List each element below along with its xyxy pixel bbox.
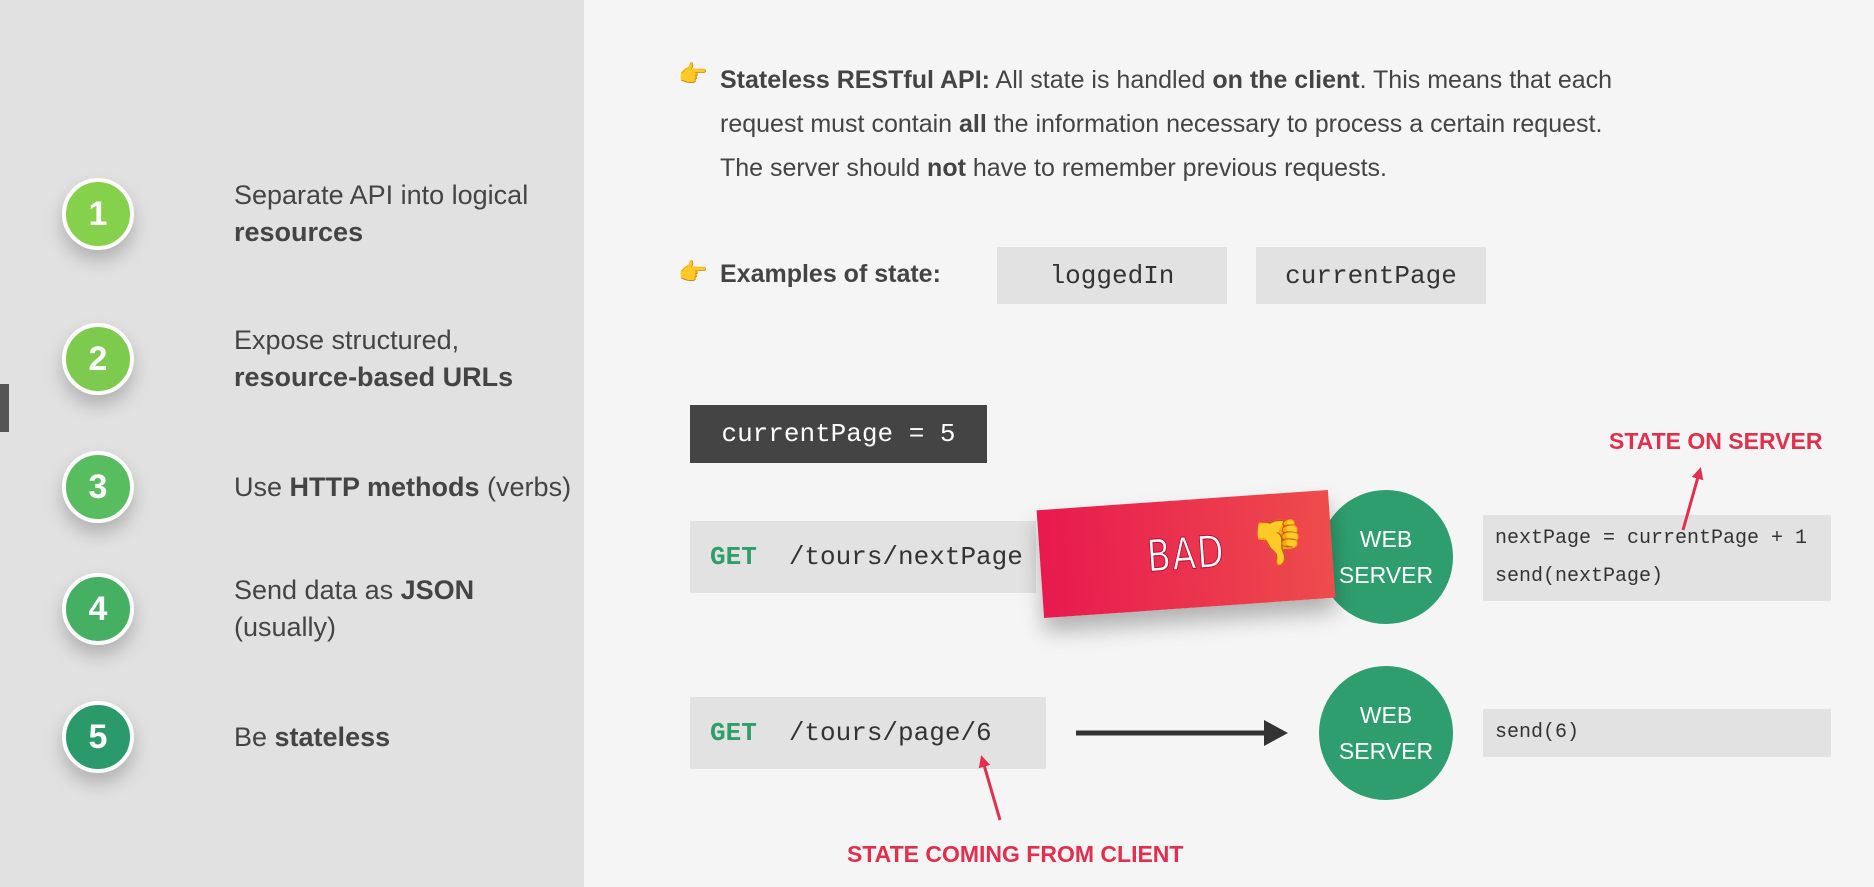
http-verb: GET xyxy=(710,542,757,572)
step-text: Use HTTP methods (verbs) xyxy=(234,471,572,502)
step-5: 5 Be stateless xyxy=(62,701,390,773)
stateless-description: Stateless RESTful API: All state is hand… xyxy=(720,66,1613,182)
step-number: 1 xyxy=(62,178,134,250)
request-path: /tours/page/6 xyxy=(788,718,992,748)
step-1: 1 Separate API into logical resources xyxy=(62,177,528,251)
step-text: Expose structured, resource-based URLs xyxy=(234,325,514,392)
state-from-client-arrow xyxy=(978,755,1002,821)
http-verb: GET xyxy=(710,718,757,748)
step-3: 3 Use HTTP methods (verbs) xyxy=(62,451,571,523)
step-text: Be stateless xyxy=(234,721,391,752)
state-chip: currentPage xyxy=(1256,247,1486,304)
state-on-server-arrow xyxy=(1681,467,1704,531)
step-number: 3 xyxy=(62,451,134,523)
step-4: 4 Send data as JSON (usually) xyxy=(62,572,474,646)
web-server-circle: WEB SERVER xyxy=(1319,490,1453,624)
client-state-box: currentPage = 5 xyxy=(690,405,987,463)
request-arrow-head xyxy=(1264,720,1288,746)
server-code: nextPage = currentPage + 1 send(nextPage… xyxy=(1483,515,1831,601)
web-server-circle: WEB SERVER xyxy=(1319,666,1453,800)
server-code: send(6) xyxy=(1483,709,1831,757)
state-chip: loggedIn xyxy=(997,247,1227,304)
step-number: 4 xyxy=(62,573,134,645)
pointing-hand-icon: 👉 xyxy=(678,259,708,286)
thumbs-down-icon: 👎 xyxy=(1250,518,1305,567)
state-from-client-label: STATE COMING FROM CLIENT xyxy=(847,841,1184,867)
pointing-hand-icon: 👉 xyxy=(678,61,708,88)
step-number: 2 xyxy=(62,323,134,395)
step-text: Send data as JSON (usually) xyxy=(234,575,475,642)
state-on-server-label: STATE ON SERVER xyxy=(1609,428,1823,454)
step-2: 2 Expose structured, resource-based URLs xyxy=(62,322,513,396)
examples-label: Examples of state: xyxy=(720,260,941,288)
request-path: /tours/nextPage xyxy=(788,542,1023,572)
bad-request: GET /tours/nextPage xyxy=(690,521,1036,593)
slide-marker xyxy=(0,384,9,432)
step-text: Separate API into logical resources xyxy=(234,180,529,247)
step-number: 5 xyxy=(62,701,134,773)
